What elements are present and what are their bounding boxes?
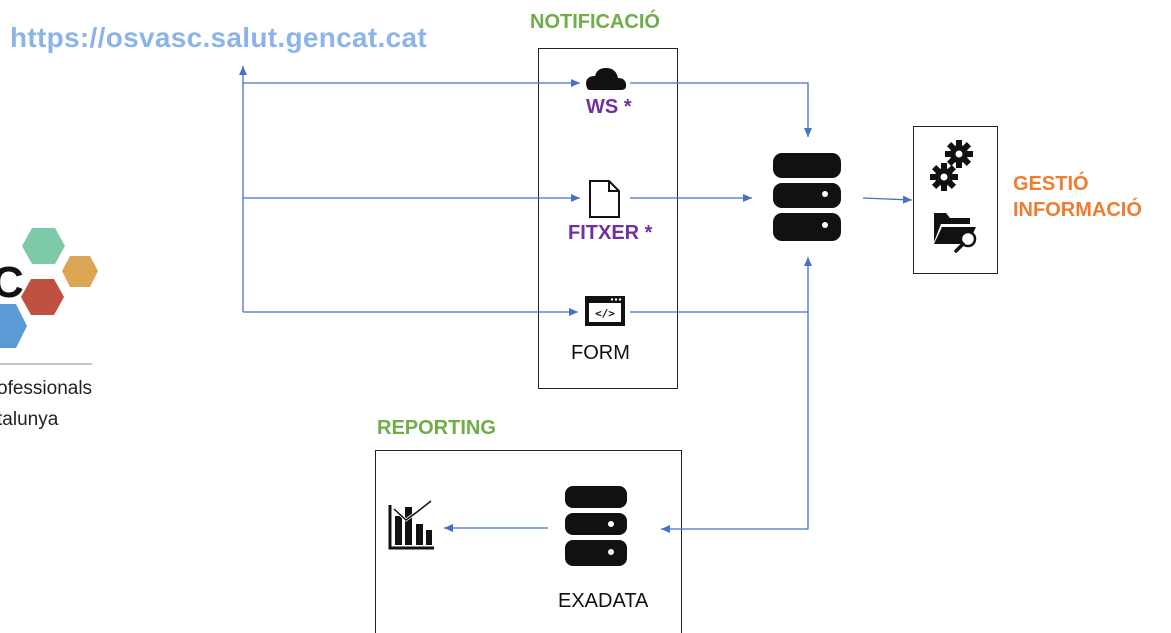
logo-letter: C (0, 258, 24, 307)
management-label-line1: GESTIÓ (1013, 173, 1089, 195)
logo-hex-orange (62, 256, 98, 287)
reporting-title: REPORTING (377, 417, 496, 439)
logo-hex-red (21, 279, 64, 315)
folder-search-icon (934, 213, 977, 253)
management-box (913, 126, 998, 274)
exadata-label: EXADATA (558, 590, 649, 612)
logo-text-line1: ofessionals (0, 378, 93, 399)
cloud-icon (586, 68, 627, 90)
reporting-box (375, 450, 682, 633)
notification-title: NOTIFICACIÓ (530, 11, 660, 33)
web-form-icon: </> (585, 296, 625, 326)
gears-icon (930, 140, 973, 191)
notification-box (538, 48, 678, 389)
portal-url[interactable]: https://osvasc.salut.gencat.cat (10, 22, 427, 53)
connectors (239, 66, 913, 533)
logo-hex-blue (0, 304, 27, 348)
database-icon (773, 153, 841, 241)
ws-label: WS * (586, 96, 632, 118)
fitxer-label: FITXER * (568, 222, 653, 244)
arrow-db-to-management (862, 195, 913, 204)
arrow-to-exadata (661, 312, 809, 533)
logo-hexagons (0, 228, 98, 365)
arrow-form-to-db (630, 257, 812, 313)
form-label: FORM (571, 342, 630, 364)
document-icon (589, 180, 620, 218)
bar-chart-icon (388, 499, 434, 550)
svg-text:</>: </> (595, 307, 615, 320)
exadata-database-icon (565, 486, 627, 566)
logo-hex-green (22, 228, 65, 264)
management-label: GESTIÓ INFORMACIÓ (1013, 171, 1142, 223)
logo-text-line2: talunya (0, 409, 59, 430)
arrow-ws-to-db (630, 82, 812, 137)
management-label-line2: INFORMACIÓ (1013, 199, 1142, 221)
